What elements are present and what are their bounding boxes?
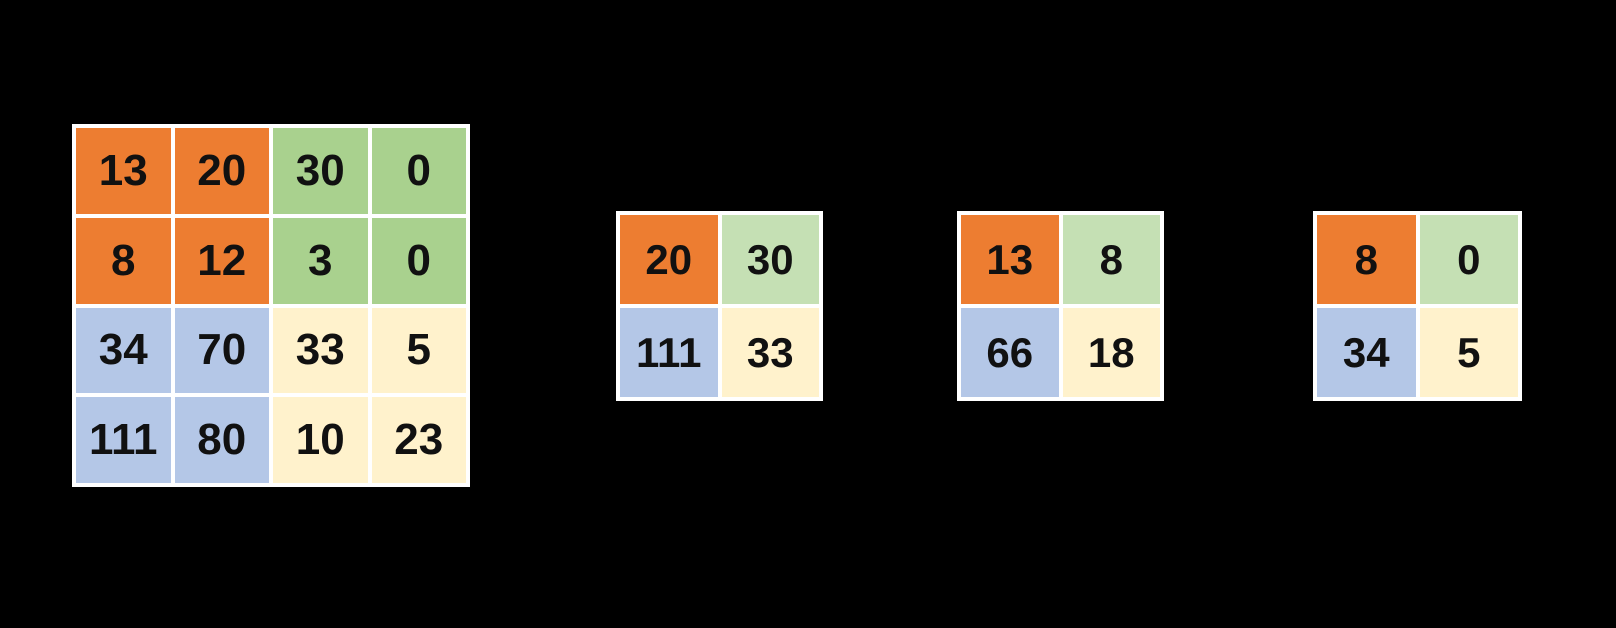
pooled-matrix-1: 20 30 111 33 [616, 211, 823, 401]
matrix-cell: 70 [174, 307, 269, 394]
pooled-matrix-3: 8 0 34 5 [1313, 211, 1522, 401]
matrix-cell: 8 [76, 217, 171, 304]
matrix-cell: 20 [620, 215, 718, 304]
matrix-cell: 30 [721, 215, 819, 304]
pooled-matrix-2: 13 8 66 18 [957, 211, 1164, 401]
matrix-cell: 33 [273, 307, 368, 394]
matrix-cell: 33 [721, 308, 819, 397]
matrix-cell: 5 [371, 307, 466, 394]
input-matrix-4x4: 13 20 30 0 8 12 3 0 34 70 33 5 111 80 10… [72, 124, 470, 487]
matrix-cell: 10 [273, 397, 368, 483]
matrix-cell: 12 [174, 217, 269, 304]
matrix-cell: 0 [371, 128, 466, 214]
matrix-cell: 66 [961, 308, 1059, 397]
matrix-cell: 20 [174, 128, 269, 214]
matrix-cell: 23 [371, 397, 466, 483]
matrix-cell: 0 [371, 217, 466, 304]
matrix-cell: 8 [1062, 215, 1160, 304]
matrix-cell: 13 [76, 128, 171, 214]
matrix-cell: 111 [76, 397, 171, 483]
matrix-cell: 13 [961, 215, 1059, 304]
matrix-cell: 5 [1419, 308, 1518, 397]
matrix-cell: 8 [1317, 215, 1416, 304]
matrix-cell: 0 [1419, 215, 1518, 304]
matrix-cell: 34 [76, 307, 171, 394]
matrix-cell: 18 [1062, 308, 1160, 397]
matrix-cell: 34 [1317, 308, 1416, 397]
matrix-cell: 111 [620, 308, 718, 397]
matrix-cell: 80 [174, 397, 269, 483]
matrix-cell: 3 [273, 217, 368, 304]
matrix-cell: 30 [273, 128, 368, 214]
